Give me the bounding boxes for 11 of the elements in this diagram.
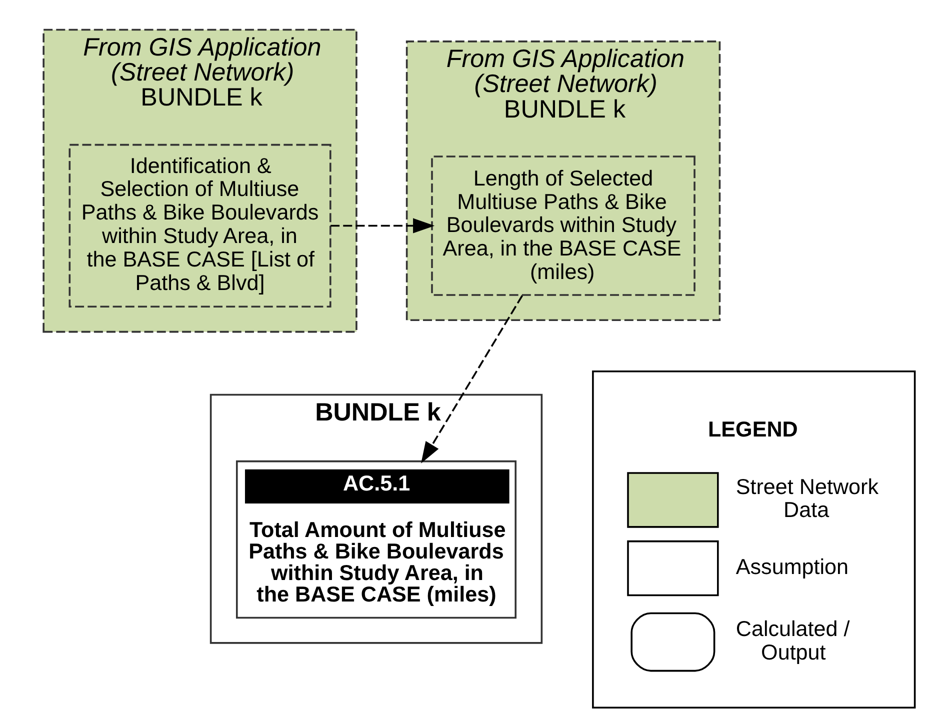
legend-label: Assumption: [735, 554, 848, 579]
node-label: From GIS Application (Street Network): [446, 44, 684, 98]
node-box: AC.5.1 Total Amount of Multiuse Paths & Bike Boulevards within Study Area, in the BASE CASE (miles): [235, 460, 516, 619]
legend-label: Calculated / Output: [735, 616, 850, 664]
arrow: [330, 218, 434, 234]
label: LEGEND: [708, 416, 798, 442]
arrow: [420, 295, 522, 464]
node-box: Length of Selected Multiuse Paths & Bike Boulevards within Study Area, in the BASE CASE (miles): [430, 156, 695, 296]
node-label: From GIS Application (Street Network): [82, 33, 321, 86]
legend-label: Street Network Data: [735, 474, 878, 522]
node-box: Identification & Selection of Multiuse Paths & Bike Boulevards within Study Area, in the BASE CASE [List of Paths & Blvd]: [68, 144, 331, 308]
